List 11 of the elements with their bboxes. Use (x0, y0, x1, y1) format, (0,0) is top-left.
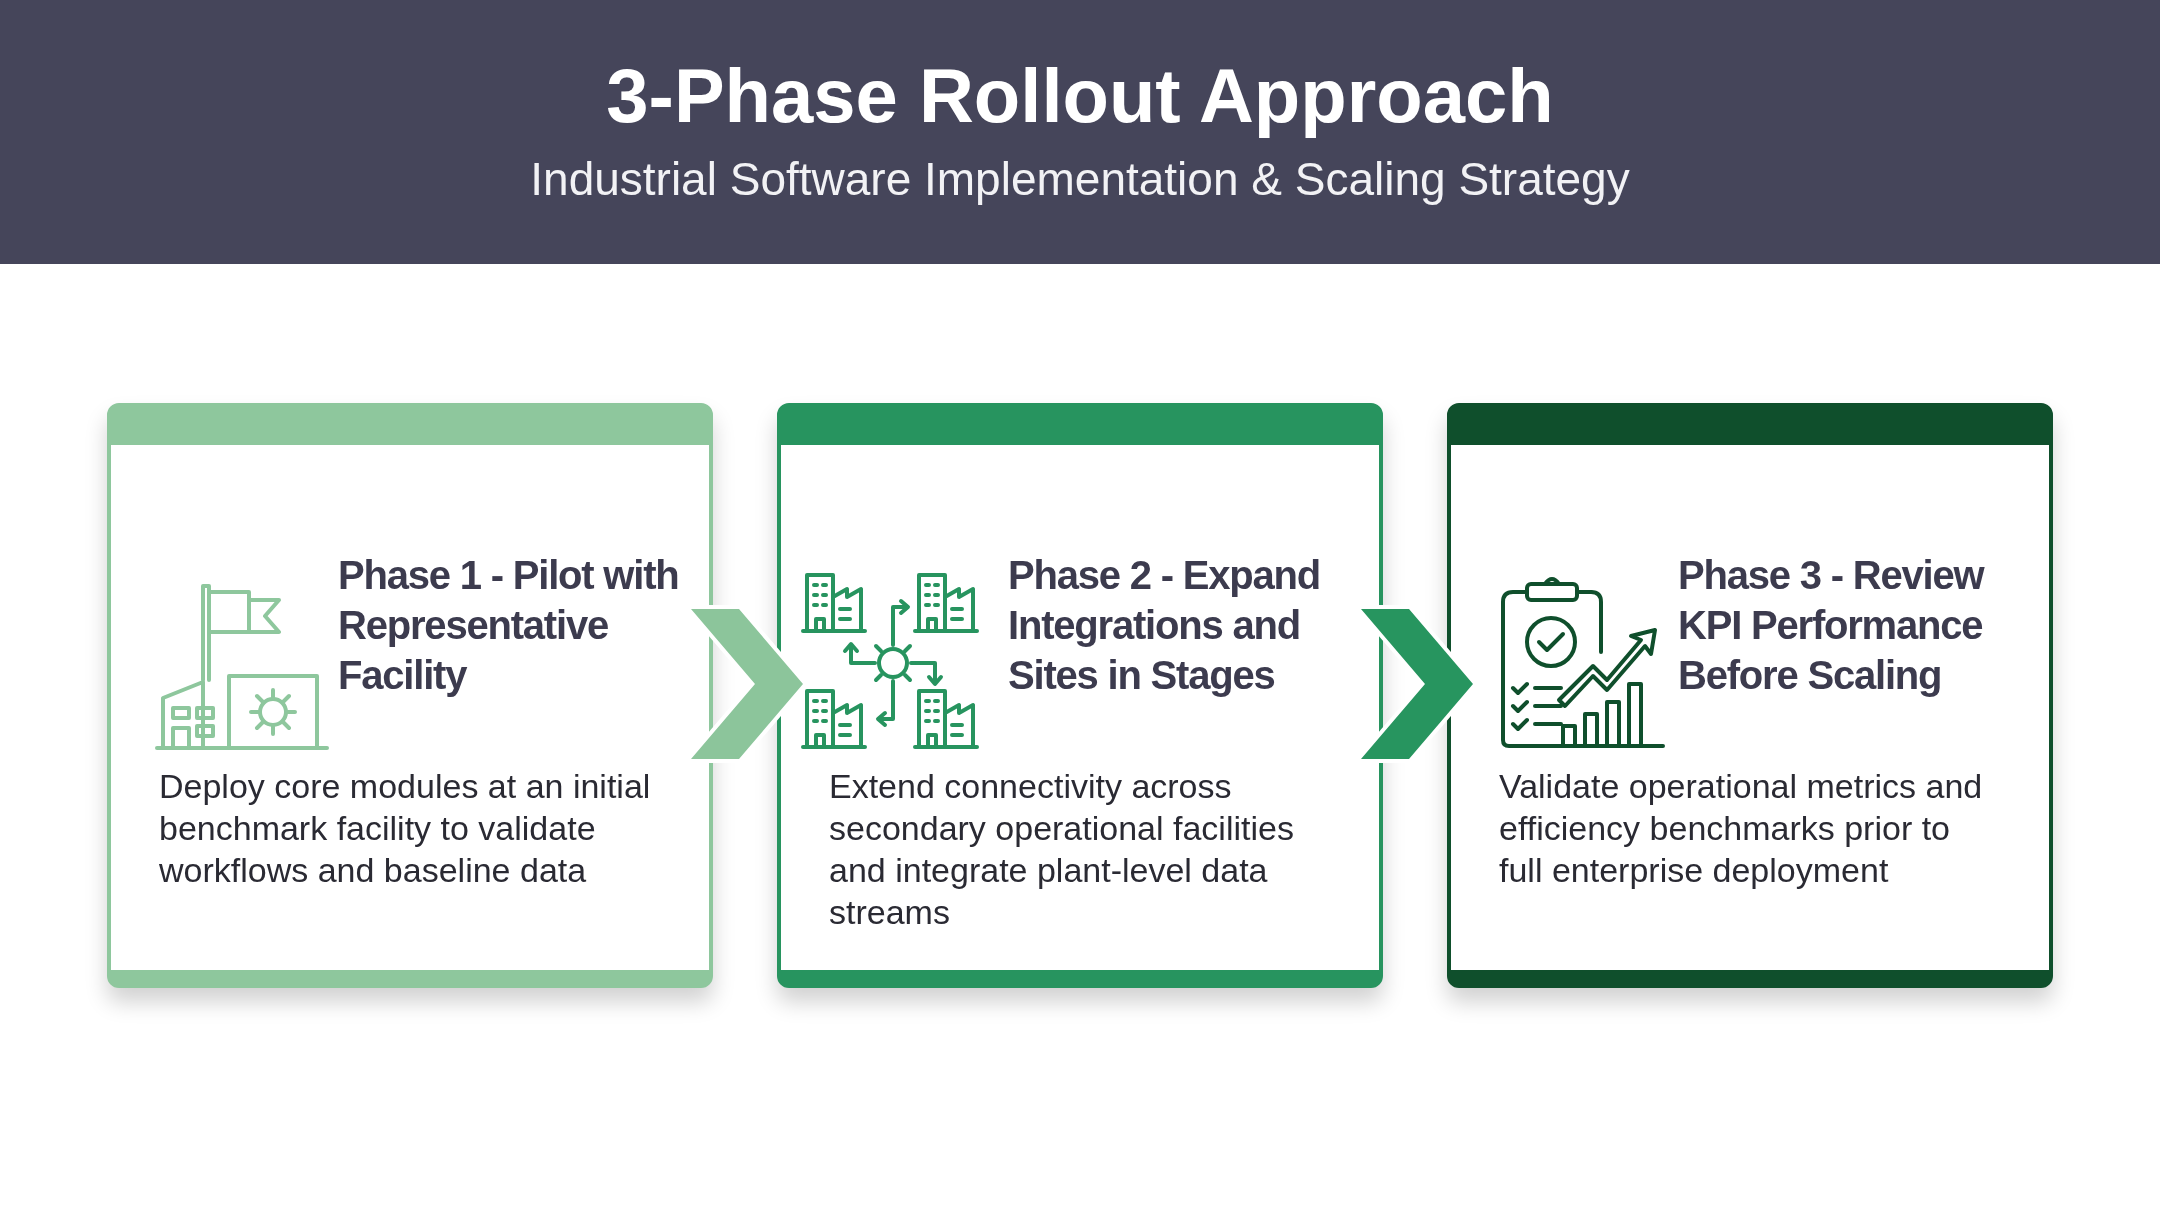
phase-description: Validate operational metrics and efficiency benchmarks prior to full enterprise deployment (1499, 766, 1984, 891)
phase-card (777, 403, 1383, 988)
phase-description: Extend connectivity across secondary operational facilities and integrate plant-level data streams (829, 766, 1295, 933)
phase-heading: Phase 1 - Pilot with Representative Facility (338, 552, 680, 699)
phase-card (1447, 403, 2053, 988)
phase-heading: Phase 2 - Expand Integrations and Sites in Stages (1008, 552, 1322, 699)
phase-heading: Phase 3 - Review KPI Performance Before Scaling (1678, 552, 1986, 699)
subtitle: Industrial Software Implementation & Scaling Strategy (530, 152, 1630, 206)
title: 3-Phase Rollout Approach (606, 52, 1554, 139)
phase-card (107, 403, 713, 988)
phase-description: Deploy core modules at an initial benchmark facility to validate workflows and baseline data (159, 766, 652, 891)
